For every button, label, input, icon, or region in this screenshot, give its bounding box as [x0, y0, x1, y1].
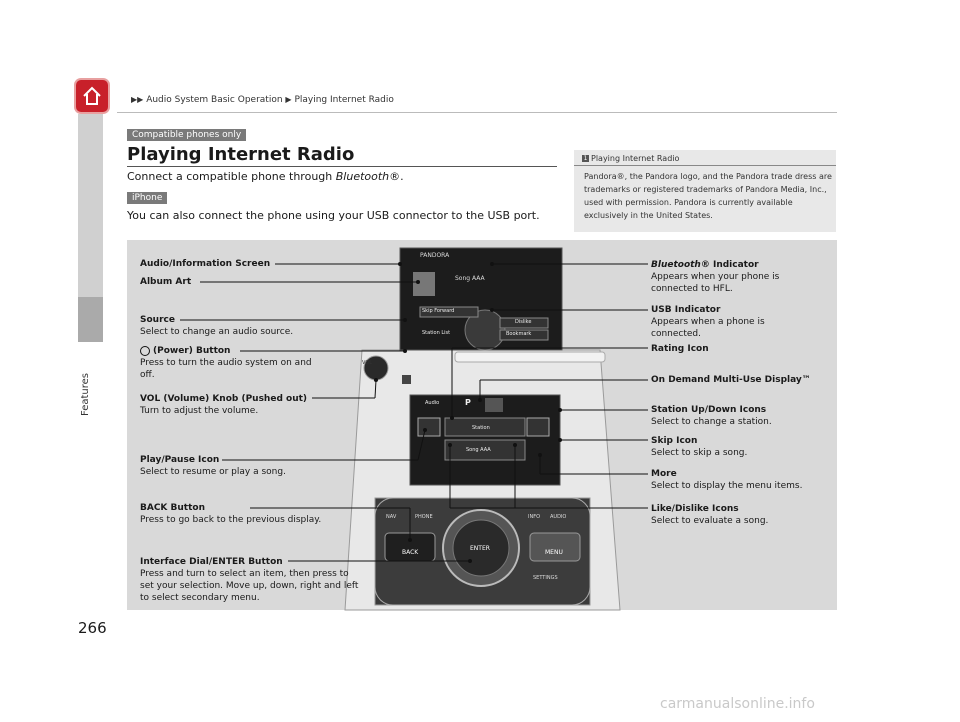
- breadcrumb-arrow-icon: ▶▶: [131, 95, 144, 104]
- label-album-art: Album Art: [140, 276, 191, 288]
- label-bluetooth-title-italic: Bluetooth: [651, 260, 701, 270]
- label-interface-dial-desc: Press and turn to select an item, then p…: [140, 569, 359, 603]
- label-back-desc: Press to go back to the previous display…: [140, 515, 322, 525]
- intro-text: Connect a compatible phone through Bluet…: [127, 170, 404, 183]
- label-usb-desc: Appears when a phone is connected.: [651, 317, 765, 339]
- dislike-button[interactable]: Dislike: [515, 319, 532, 325]
- label-bluetooth-title: ® Indicator: [700, 260, 759, 270]
- info-button[interactable]: INFO: [528, 514, 541, 520]
- play-pause-icon[interactable]: [417, 417, 441, 437]
- breadcrumb: ▶▶ Audio System Basic Operation ▶ Playin…: [131, 95, 394, 105]
- audio-tab[interactable]: Audio: [425, 400, 440, 406]
- screen-app-title: PANDORA: [420, 252, 450, 259]
- more-icon[interactable]: [485, 398, 503, 412]
- page-title: Playing Internet Radio: [127, 144, 355, 165]
- pandora-p-icon: P: [465, 398, 471, 407]
- interface-dial[interactable]: [452, 519, 510, 577]
- label-bluetooth-desc: Appears when your phone is connected to …: [651, 272, 780, 294]
- iphone-badge: iPhone: [127, 192, 168, 204]
- power-icon: [140, 345, 150, 356]
- intro-text-bluetooth: Bluetooth: [335, 170, 390, 183]
- label-vol-desc: Turn to adjust the volume.: [140, 406, 259, 416]
- vol-label: VOL: [362, 360, 373, 366]
- station-list-button[interactable]: Station List: [422, 330, 451, 336]
- label-station-title: Station Up/Down Icons: [651, 405, 767, 415]
- album-art: [413, 272, 435, 296]
- label-on-demand-display: On Demand Multi-Use Display™: [651, 374, 831, 386]
- label-more-desc: Select to display the menu items.: [651, 481, 803, 491]
- label-play-pause-title: Play/Pause Icon: [140, 455, 220, 465]
- label-on-demand-title: On Demand Multi-Use Display™: [651, 375, 811, 385]
- header-divider: [117, 112, 837, 113]
- title-rule: [127, 166, 557, 167]
- label-power-desc: Press to turn the audio system on and of…: [140, 358, 312, 380]
- label-audio-info-screen-title: Audio/Information Screen: [140, 259, 271, 269]
- label-album-art-title: Album Art: [140, 277, 192, 287]
- label-interface-dial-title: Interface Dial/ENTER Button: [140, 557, 283, 567]
- usb-text: You can also connect the phone using you…: [127, 209, 540, 222]
- label-skip-title: Skip Icon: [651, 436, 698, 446]
- bookmark-button[interactable]: Bookmark: [506, 331, 532, 337]
- intro-text-start: Connect a compatible phone through: [127, 170, 336, 183]
- label-rating-icon: Rating Icon: [651, 343, 709, 355]
- power-button-icon[interactable]: [402, 375, 411, 384]
- nav-button[interactable]: NAV: [386, 514, 397, 520]
- label-source-desc: Select to change an audio source.: [140, 327, 294, 337]
- phone-button[interactable]: PHONE: [415, 514, 433, 520]
- watermark: carmanualsonline.info: [660, 696, 815, 712]
- side-tab-active[interactable]: [78, 297, 103, 342]
- menu-button[interactable]: [529, 532, 581, 562]
- breadcrumb-link-audio-basic[interactable]: Audio System Basic Operation: [146, 95, 283, 105]
- label-like-dislike-desc: Select to evaluate a song.: [651, 516, 769, 526]
- page-number: 266: [78, 619, 107, 637]
- audio-button[interactable]: AUDIO: [550, 514, 567, 520]
- settings-button[interactable]: SETTINGS: [533, 575, 558, 581]
- label-play-pause-desc: Select to resume or play a song.: [140, 467, 286, 477]
- breadcrumb-arrow-icon: ▶: [285, 95, 292, 104]
- home-icon[interactable]: [76, 80, 108, 112]
- side-tab-upper: [78, 114, 103, 297]
- label-source-title: Source: [140, 315, 175, 325]
- label-station-desc: Select to change a station.: [651, 417, 772, 427]
- note-title-text: Playing Internet Radio: [591, 154, 680, 163]
- note-rule: [574, 165, 836, 166]
- label-rating-title: Rating Icon: [651, 344, 709, 354]
- intro-text-end: ®.: [389, 170, 404, 183]
- label-audio-info-screen: Audio/Information Screen: [140, 258, 270, 270]
- back-button-label: BACK: [402, 549, 419, 556]
- skip-icon[interactable]: [526, 417, 550, 437]
- skip-forward-button[interactable]: Skip Forward: [422, 308, 455, 314]
- label-more-title: More: [651, 469, 677, 479]
- label-vol-title: VOL (Volume) Knob (Pushed out): [140, 394, 308, 404]
- breadcrumb-current: Playing Internet Radio: [294, 95, 394, 105]
- note-mark: 1: [582, 155, 589, 162]
- enter-button-label: ENTER: [470, 545, 490, 552]
- lower-song: Song AAA: [466, 447, 491, 453]
- label-skip-desc: Select to skip a song.: [651, 448, 748, 458]
- screen-song: Song AAA: [455, 275, 485, 282]
- station-label: Station: [472, 425, 490, 431]
- label-usb-title: USB Indicator: [651, 305, 721, 315]
- label-vol: VOL (Volume) Knob (Pushed out) Turn to ad…: [140, 393, 315, 417]
- label-like-dislike-title: Like/Dislike Icons: [651, 504, 739, 514]
- note-body: Pandora®, the Pandora logo, and the Pand…: [584, 172, 832, 220]
- label-back-title: BACK Button: [140, 503, 205, 513]
- label-power-title: (Power) Button: [153, 346, 231, 356]
- compatible-phones-badge: Compatible phones only: [127, 129, 247, 141]
- menu-button-label: MENU: [545, 549, 563, 556]
